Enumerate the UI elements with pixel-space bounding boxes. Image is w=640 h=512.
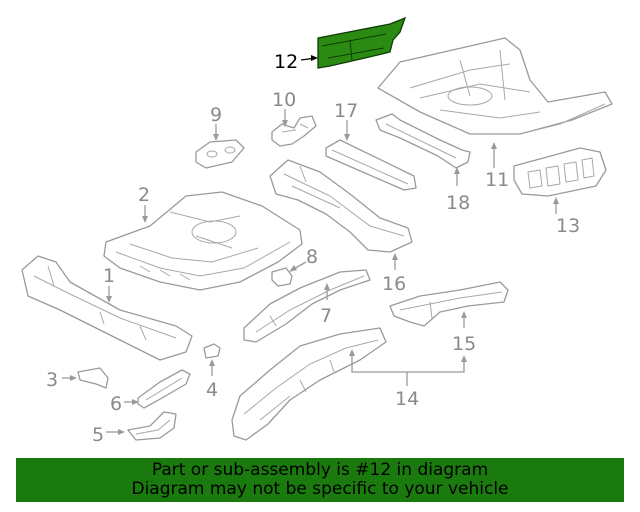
label-5: 5 xyxy=(92,424,104,446)
arrow-12 xyxy=(311,55,318,61)
parts-diagram: 12 11 10 9 17 18 xyxy=(21,16,613,446)
part-7-shape[interactable] xyxy=(243,269,371,343)
part-12-shape[interactable] xyxy=(317,16,407,69)
label-2: 2 xyxy=(138,184,150,206)
part-8-shape[interactable] xyxy=(271,267,293,287)
part-18-shape[interactable] xyxy=(375,113,471,169)
label-8: 8 xyxy=(306,246,318,268)
label-14: 14 xyxy=(395,388,419,410)
leader-14 xyxy=(351,352,465,386)
arrow-10 xyxy=(282,120,288,127)
footer-banner: Part or sub-assembly is #12 in diagram D… xyxy=(16,458,624,502)
label-12: 12 xyxy=(274,51,298,73)
label-13: 13 xyxy=(556,215,580,237)
label-1: 1 xyxy=(103,265,115,287)
part-9-shape[interactable] xyxy=(195,139,245,169)
arrow-11 xyxy=(491,142,497,149)
arrow-13 xyxy=(553,197,559,204)
arrow-16 xyxy=(392,253,398,260)
arrow-4 xyxy=(209,359,215,366)
label-7: 7 xyxy=(320,305,332,327)
part-3-shape[interactable] xyxy=(77,367,109,389)
arrow-7 xyxy=(324,283,330,290)
label-17: 17 xyxy=(334,100,358,122)
footer-line-2: Diagram may not be specific to your vehi… xyxy=(131,479,509,499)
part-11-shape[interactable] xyxy=(377,37,613,135)
arrow-5 xyxy=(118,429,125,435)
label-9: 9 xyxy=(210,104,222,126)
label-4: 4 xyxy=(206,379,218,401)
label-6: 6 xyxy=(110,393,122,415)
part-5-shape[interactable] xyxy=(127,411,177,441)
arrow-14b xyxy=(461,355,467,362)
label-18: 18 xyxy=(446,192,470,214)
arrow-1 xyxy=(106,296,112,303)
arrow-18 xyxy=(454,167,460,174)
part-6-shape[interactable] xyxy=(137,369,191,409)
label-10: 10 xyxy=(272,89,296,111)
arrow-17 xyxy=(344,134,350,141)
part-16-shape[interactable] xyxy=(269,159,413,253)
part-1-shape[interactable] xyxy=(21,255,193,361)
arrow-15 xyxy=(461,311,467,318)
footer-line-1: Part or sub-assembly is #12 in diagram xyxy=(151,460,489,480)
label-11: 11 xyxy=(485,169,509,191)
label-3: 3 xyxy=(46,369,58,391)
part-17-shape[interactable] xyxy=(325,139,417,191)
part-2-shape[interactable] xyxy=(103,191,303,291)
arrow-9 xyxy=(213,134,219,141)
arrow-6 xyxy=(132,399,139,405)
label-15: 15 xyxy=(452,333,476,355)
label-16: 16 xyxy=(382,273,406,295)
arrow-8 xyxy=(289,265,297,272)
arrow-2 xyxy=(142,216,148,223)
arrow-14a xyxy=(349,349,355,356)
part-10-shape[interactable] xyxy=(271,115,317,147)
arrow-3 xyxy=(70,375,77,381)
part-13-shape[interactable] xyxy=(513,147,607,197)
part-4-shape[interactable] xyxy=(203,343,221,359)
part-15-shape[interactable] xyxy=(389,281,509,327)
part-14-shape[interactable] xyxy=(231,327,387,441)
